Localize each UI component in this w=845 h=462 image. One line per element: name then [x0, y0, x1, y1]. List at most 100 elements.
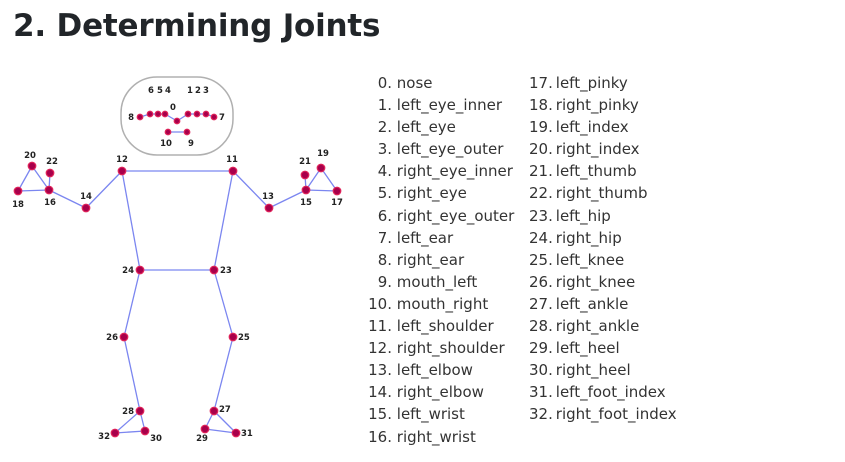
bone-line	[85, 170, 123, 209]
joint-label: 25	[238, 333, 250, 343]
bone-line	[114, 410, 141, 434]
joint-label: 14	[80, 192, 92, 202]
joint-point	[13, 186, 23, 196]
bone-line	[17, 165, 33, 192]
landmark-item: 16. right_wrist	[368, 426, 514, 448]
joint-point	[136, 113, 144, 121]
joint-label: 10	[160, 139, 172, 149]
joint-label: 30	[150, 434, 162, 444]
landmark-name: right_knee	[555, 272, 636, 291]
joint-point	[210, 113, 218, 121]
landmark-item: 11. left_shoulder	[368, 315, 514, 337]
landmark-name: right_foot_index	[555, 405, 677, 424]
landmark-item: 9. mouth_left	[368, 271, 514, 293]
joint-point	[81, 203, 91, 213]
landmark-name: right_heel	[555, 361, 631, 380]
joint-label: 31	[241, 429, 253, 439]
joint-label: 26	[106, 333, 118, 343]
joint-label: 19	[317, 149, 329, 159]
joint-point	[193, 110, 201, 118]
joint-point	[209, 265, 219, 275]
landmark-index: 2.	[377, 118, 392, 137]
joint-point	[264, 203, 274, 213]
joint-label: 23	[220, 266, 232, 276]
joint-point	[300, 170, 310, 180]
landmark-name: right_ankle	[555, 317, 640, 336]
joint-point	[154, 110, 162, 118]
bone-line	[305, 167, 322, 191]
landmark-item: 6. right_eye_outer	[368, 205, 515, 227]
joint-label: 24	[122, 266, 134, 276]
landmark-index: 3.	[377, 140, 392, 159]
bone-line	[204, 428, 237, 434]
landmark-index: 17.	[529, 74, 553, 92]
joint-point	[228, 332, 238, 342]
landmark-name: left_index	[555, 118, 629, 137]
landmark-index: 18.	[529, 96, 553, 115]
landmark-item: 17. left_pinky	[529, 72, 677, 94]
head-outline	[120, 76, 234, 156]
landmark-item: 1. left_eye_inner	[368, 94, 514, 116]
joint-point	[301, 185, 311, 195]
landmark-name: left_eye	[396, 118, 456, 137]
landmark-name: right_eye_outer	[396, 206, 515, 225]
landmark-name: right_index	[555, 140, 640, 159]
landmark-item: 18. right_pinky	[529, 94, 677, 116]
joint-point	[316, 163, 326, 173]
joint-point	[228, 166, 238, 176]
landmark-name: right_eye	[396, 184, 467, 203]
landmark-item: 30. right_heel	[529, 359, 677, 381]
landmark-name: left_eye_outer	[396, 140, 504, 159]
landmark-item: 22. right_thumb	[529, 182, 677, 204]
bone-line	[320, 167, 338, 192]
landmark-item: 13. left_elbow	[368, 359, 514, 381]
joint-point	[117, 166, 127, 176]
joint-label: 4	[165, 86, 171, 96]
landmark-index: 19.	[529, 118, 553, 137]
landmark-name: right_thumb	[555, 184, 648, 203]
landmark-index: 4.	[377, 162, 392, 181]
joint-point	[173, 117, 181, 125]
landmark-index: 15.	[368, 405, 392, 424]
landmark-item: 19. left_index	[529, 116, 677, 138]
landmark-name: right_ear	[396, 250, 465, 269]
joint-point	[202, 110, 210, 118]
joint-label: 12	[116, 155, 128, 165]
landmark-item: 24. right_hip	[529, 227, 677, 249]
bone-line	[31, 165, 50, 191]
joint-label: 1	[187, 86, 193, 96]
joint-label: 2	[195, 86, 201, 96]
landmark-name: left_shoulder	[396, 317, 494, 336]
landmark-index: 1.	[377, 96, 392, 115]
bone-line	[213, 410, 237, 434]
joint-label: 17	[331, 198, 343, 208]
joint-point	[27, 161, 37, 171]
landmark-item: 32. right_foot_index	[529, 403, 677, 425]
joint-point	[231, 428, 241, 438]
landmark-item: 5. right_eye	[368, 182, 514, 204]
bone-line	[232, 170, 270, 209]
joint-point	[45, 168, 55, 178]
landmark-name: left_ankle	[555, 294, 629, 313]
joint-point	[164, 128, 172, 136]
landmark-index: 23.	[529, 206, 553, 225]
joint-label: 29	[196, 434, 208, 444]
landmark-index: 12.	[368, 339, 392, 358]
landmark-name: left_knee	[555, 250, 625, 269]
joint-label: 5	[157, 86, 163, 96]
bone-line	[114, 430, 146, 434]
landmark-item: 31. left_foot_index	[529, 381, 677, 403]
joint-point	[146, 110, 154, 118]
landmark-name: left_heel	[555, 339, 620, 358]
landmark-item: 10. mouth_right	[368, 293, 514, 315]
landmark-item: 20. right_index	[529, 138, 677, 160]
landmark-item: 26. right_knee	[529, 271, 677, 293]
landmark-item: 3. left_eye_outer	[368, 138, 514, 160]
landmark-item: 23. left_hip	[529, 205, 677, 227]
landmark-name: left_foot_index	[555, 383, 666, 402]
joint-label: 21	[299, 157, 311, 167]
landmark-name: right_pinky	[555, 96, 639, 115]
bone-line	[123, 336, 141, 412]
